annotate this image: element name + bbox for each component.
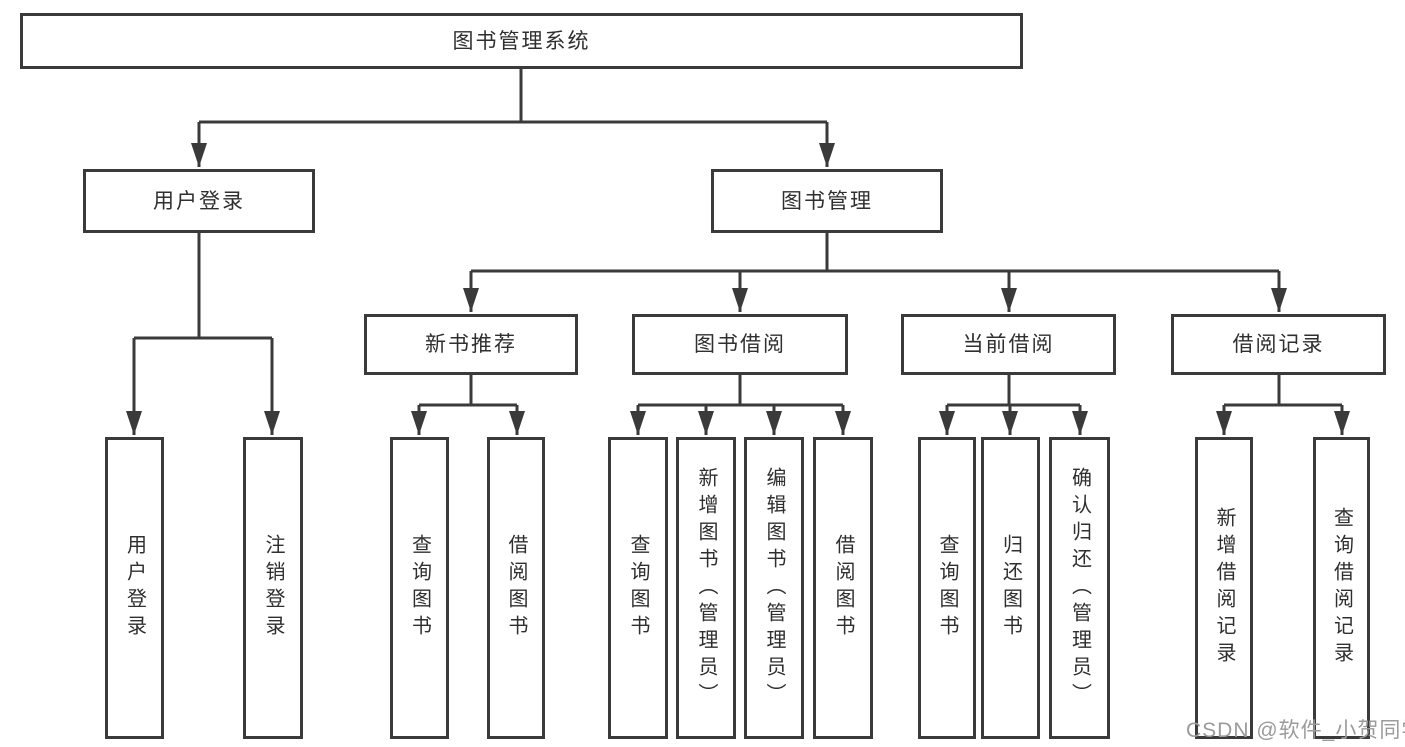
leaf-borrowing-borrow-book: 借阅图书	[813, 437, 873, 739]
leaf-current-query-book: 查询图书	[918, 437, 976, 739]
leaf-borrowing-edit-book-admin: 编辑图书（管理员）	[744, 437, 804, 739]
leaf-user-login: 用户登录	[105, 437, 164, 739]
leaf-recommend-borrow-book: 借阅图书	[487, 437, 545, 739]
leaf-current-confirm-return-admin: 确认归还（管理员）	[1049, 437, 1110, 739]
watermark: CSDN @软件_小贺同学	[1186, 719, 1405, 742]
leaf-borrowing-query-book: 查询图书	[608, 437, 668, 739]
node-library-management-system: 图书管理系统	[20, 13, 1023, 69]
node-user-login: 用户登录	[83, 169, 315, 233]
node-borrowing-records: 借阅记录	[1171, 314, 1386, 375]
leaf-records-add-record: 新增借阅记录	[1195, 437, 1253, 739]
leaf-logout: 注销登录	[243, 437, 303, 739]
leaf-borrowing-add-book-admin: 新增图书（管理员）	[676, 437, 736, 739]
leaf-current-return-book: 归还图书	[981, 437, 1040, 739]
node-new-book-recommendation: 新书推荐	[364, 314, 578, 375]
node-current-borrowing: 当前借阅	[901, 314, 1116, 375]
leaf-recommend-query-book: 查询图书	[390, 437, 449, 739]
node-book-management: 图书管理	[711, 169, 943, 233]
node-book-borrowing: 图书借阅	[632, 314, 848, 375]
leaf-records-query-record: 查询借阅记录	[1313, 437, 1370, 739]
